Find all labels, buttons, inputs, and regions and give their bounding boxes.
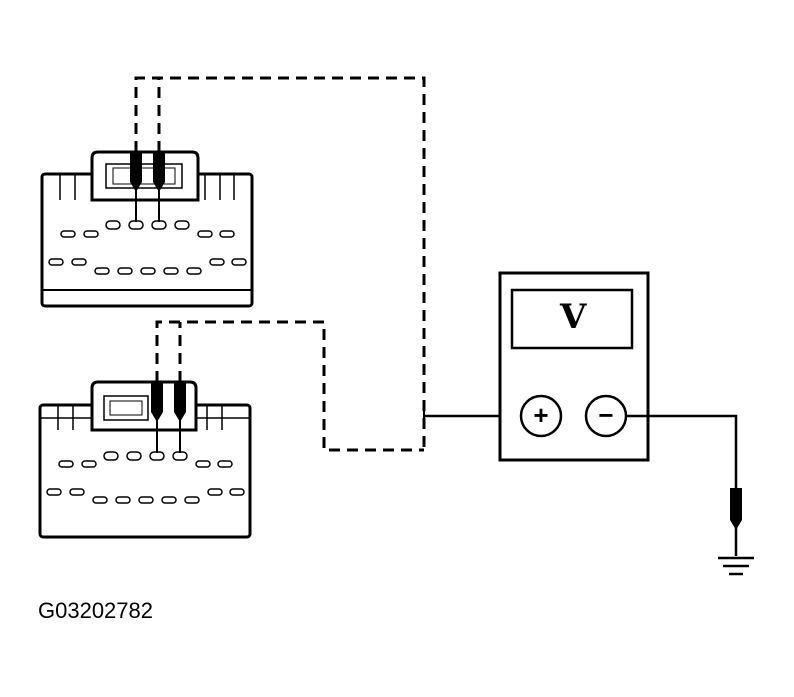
lower-probe-pair	[151, 382, 186, 422]
dashed-jumper-leads	[134, 76, 426, 452]
voltmeter	[498, 271, 650, 462]
meter-display-symbol: V	[560, 297, 587, 337]
ground-clip	[730, 488, 742, 556]
ground-icon	[718, 556, 754, 576]
upper-probe-pair	[130, 152, 165, 192]
figure-id: G03202782	[38, 598, 153, 623]
positive-terminal	[519, 394, 563, 438]
negative-terminal-label: −	[598, 400, 614, 430]
upper-connector	[40, 150, 254, 308]
positive-terminal-label: +	[533, 400, 549, 430]
lower-connector	[38, 380, 252, 539]
negative-lead	[626, 414, 738, 490]
